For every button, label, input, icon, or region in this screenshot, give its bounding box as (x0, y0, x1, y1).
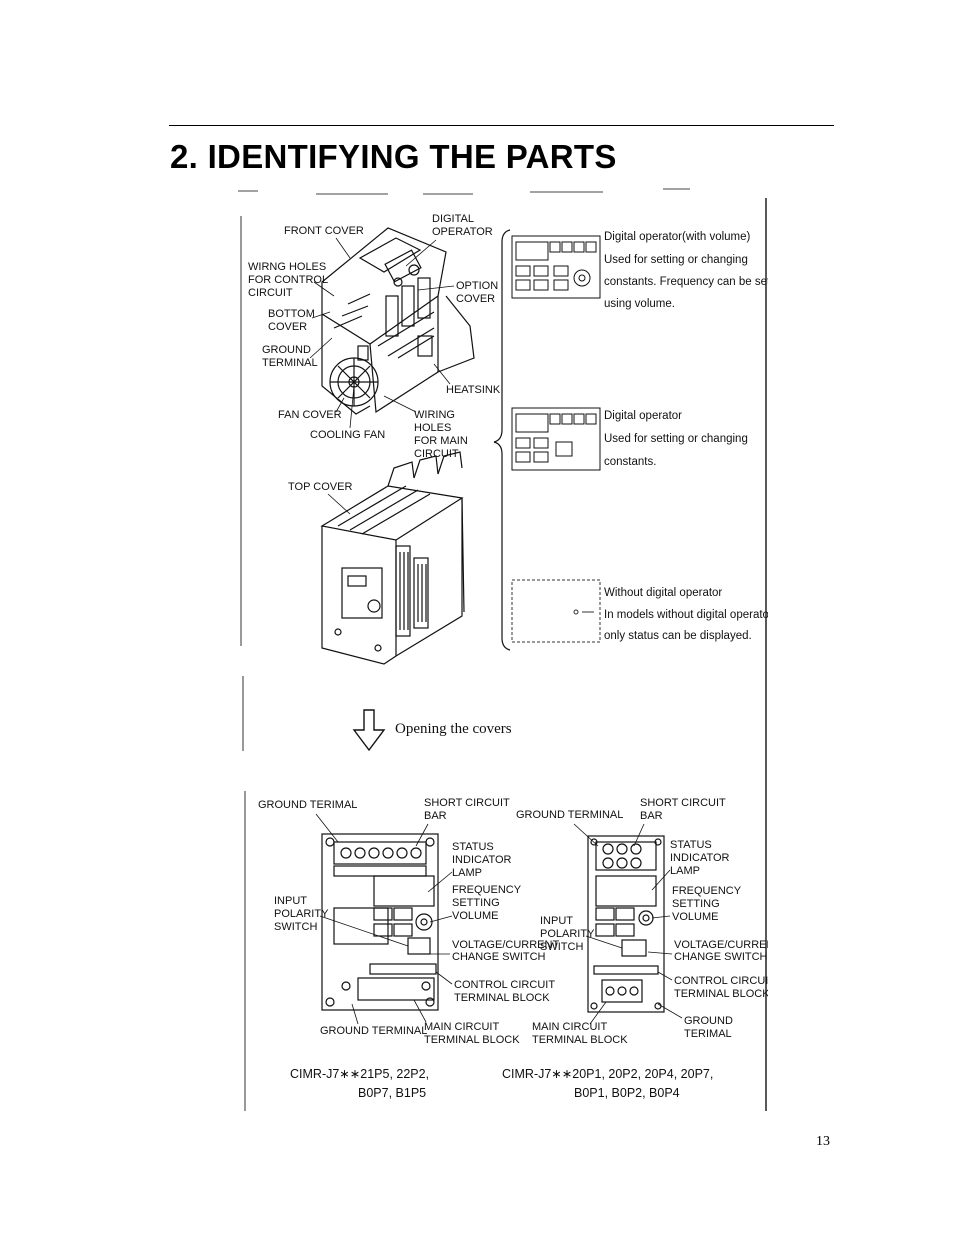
left-frequency-1: FREQUENCY (452, 884, 522, 896)
label-wiring-holes-main-3: FOR MAIN (414, 435, 468, 447)
label-option-cover-1: OPTION (456, 280, 498, 292)
variant2-line1: Digital operator (604, 410, 682, 422)
right-ground-terimal-1: GROUND (684, 1015, 733, 1027)
left-short-bar-1: SHORT CIRCUIT (424, 797, 510, 809)
operator-standard (511, 407, 601, 471)
left-vc-1: VOLTAGE/CURRENT (452, 939, 559, 951)
label-cooling-fan: COOLING FAN (310, 429, 385, 441)
right-frequency-2: SETTING (672, 898, 720, 910)
left-control-1: CONTROL CIRCUIT (454, 979, 555, 991)
left-ground-terimal: GROUND TERIMAL (258, 799, 357, 811)
drive-illustration-rotated (320, 451, 465, 665)
right-control-1: CONTROL CIRCUIT (674, 975, 768, 987)
left-polarity-3: SWITCH (274, 921, 317, 933)
section-title: 2. IDENTIFYING THE PARTS (170, 138, 617, 175)
open-unit-right (587, 835, 665, 1013)
left-control-2: TERMINAL BLOCK (454, 992, 550, 1004)
left-short-bar-2: BAR (424, 810, 447, 822)
right-status-2: INDICATOR (670, 852, 730, 864)
label-heatsink: HEATSINK (446, 384, 501, 396)
opening-covers-caption: Opening the covers (395, 721, 512, 737)
drive-illustration-top (321, 227, 475, 415)
label-bottom-cover-2: COVER (268, 321, 307, 333)
variants-bracket (493, 229, 511, 651)
label-digital-operator-1: DIGITAL (432, 213, 474, 225)
label-wiring-holes-main-1: WIRING (414, 409, 455, 421)
variant2-line3: constants. (604, 456, 656, 468)
left-frequency-2: SETTING (452, 897, 500, 909)
left-polarity-2: POLARITY (274, 908, 329, 920)
left-status-2: INDICATOR (452, 854, 512, 866)
right-status-1: STATUS (670, 839, 712, 851)
right-model-2: B0P1, B0P2, B0P4 (574, 1086, 680, 1100)
left-status-1: STATUS (452, 841, 494, 853)
right-control-2: TERMINAL BLOCK (674, 988, 768, 1000)
right-status-3: LAMP (670, 865, 700, 877)
right-ground-terminal: GROUND TERMINAL (516, 809, 623, 821)
right-polarity-1: INPUT (540, 915, 573, 927)
left-frequency-3: VOLUME (452, 910, 498, 922)
right-short-bar-1: SHORT CIRCUIT (640, 797, 726, 809)
label-top-cover: TOP COVER (288, 481, 352, 493)
variant1-line1: Digital operator(with volume) (604, 231, 751, 243)
right-model-1: CIMR-J7∗∗20P1, 20P2, 20P4, 20P7, (502, 1067, 713, 1081)
label-wiring-holes-main-2: HOLES (414, 422, 451, 434)
left-status-3: LAMP (452, 867, 482, 879)
header-rule (169, 125, 834, 126)
operator-with-volume (511, 235, 601, 299)
label-ground-terminal-1: GROUND (262, 344, 311, 356)
label-wiring-holes-control-1: WIRNG HOLES (248, 261, 326, 273)
left-ground-terminal: GROUND TERMINAL (320, 1025, 427, 1037)
label-option-cover-2: COVER (456, 293, 495, 305)
right-main-1: MAIN CIRCUIT (532, 1021, 607, 1033)
left-vc-2: CHANGE SWITCH (452, 951, 546, 963)
label-wiring-holes-control-3: CIRCUIT (248, 287, 293, 299)
left-main-1: MAIN CIRCUIT (424, 1021, 499, 1033)
left-main-2: TERMINAL BLOCK (424, 1034, 520, 1046)
variant2-line2: Used for setting or changing (604, 433, 748, 445)
label-front-cover: FRONT COVER (284, 225, 364, 237)
variant1-line4: using volume. (604, 298, 675, 310)
label-wiring-holes-control-2: FOR CONTROL (248, 274, 328, 286)
variant3-line1: Without digital operator (604, 587, 722, 599)
right-ground-terimal-2: TERIMAL (684, 1028, 732, 1040)
right-main-2: TERMINAL BLOCK (532, 1034, 628, 1046)
variant1-line3: constants. Frequency can be set (604, 276, 768, 288)
operator-blank (511, 579, 601, 643)
label-bottom-cover-1: BOTTOM (268, 308, 315, 320)
right-polarity-3: SWITCH (540, 941, 583, 953)
right-polarity-2: POLARITY (540, 928, 595, 940)
label-digital-operator-2: OPERATOR (432, 226, 493, 238)
open-unit-left (321, 833, 439, 1011)
label-wiring-holes-main-4: CIRCUIT (414, 448, 459, 460)
page-number: 13 (816, 1134, 830, 1149)
variant3-line2: In models without digital operator, (604, 609, 768, 621)
variant1-line2: Used for setting or changing (604, 254, 748, 266)
right-vc-2: CHANGE SWITCH (674, 951, 768, 963)
right-frequency-3: VOLUME (672, 911, 718, 923)
label-ground-terminal-2: TERMINAL (262, 357, 318, 369)
right-short-bar-2: BAR (640, 810, 663, 822)
parts-figure: FRONT COVER DIGITAL OPERATOR WIRNG HOLES… (238, 186, 768, 1111)
label-fan-cover: FAN COVER (278, 409, 342, 421)
right-vc-1: VOLTAGE/CURRENT (674, 939, 768, 951)
down-arrow-icon (352, 709, 386, 752)
left-model-1: CIMR-J7∗∗21P5, 22P2, (290, 1067, 429, 1081)
right-frequency-1: FREQUENCY (672, 885, 742, 897)
left-model-2: B0P7, B1P5 (358, 1086, 426, 1100)
variant3-line3: only status can be displayed. (604, 630, 752, 642)
left-polarity-1: INPUT (274, 895, 307, 907)
